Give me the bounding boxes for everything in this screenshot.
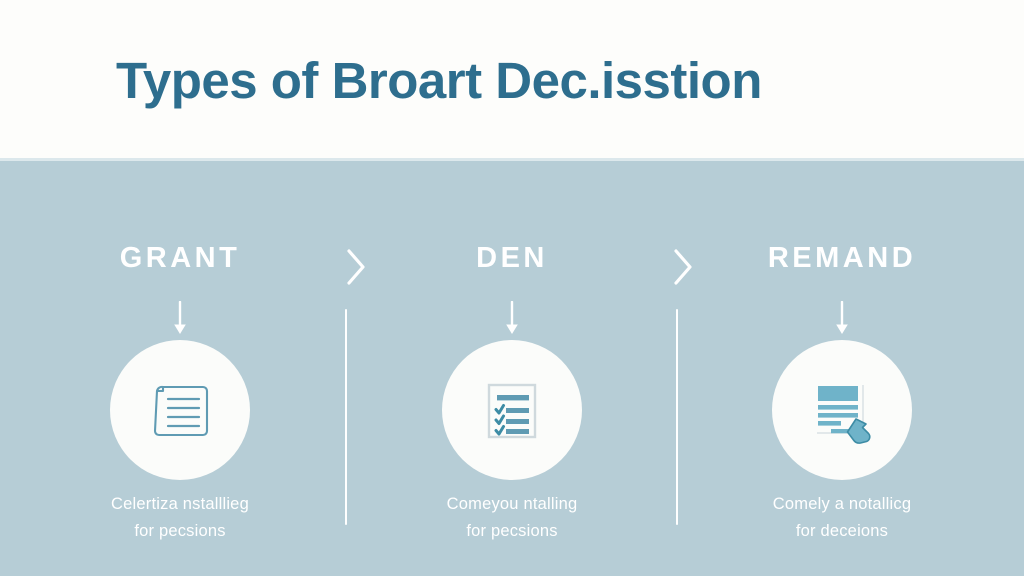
chevron-right-icon xyxy=(671,246,695,288)
page-title: Types of Broart Dec.isstion xyxy=(116,51,762,109)
step-caption-grant: Celertiza nstalllieg for pecsions xyxy=(111,495,249,541)
arrow-down-icon xyxy=(502,301,522,335)
step-label-remand: REMAND xyxy=(767,242,917,274)
step-caption-den: Comeyou ntalling for pecsions xyxy=(446,495,578,541)
step-column-remand[interactable]: REMAND xyxy=(676,161,1008,576)
step-icon-circle-den xyxy=(442,340,582,480)
document-hand-pointer-icon xyxy=(801,369,883,451)
step-column-den[interactable]: DEN xyxy=(346,161,678,576)
step-column-grant[interactable]: GRANT xyxy=(14,161,346,576)
arrow-down-icon xyxy=(170,301,190,335)
step-caption-remand: Comely a notallicg for deceions xyxy=(772,495,912,541)
step-icon-circle-grant xyxy=(110,340,250,480)
arrow-down-icon xyxy=(832,301,852,335)
column-divider xyxy=(676,309,678,525)
checklist-icon xyxy=(473,371,551,449)
step-icon-circle-remand xyxy=(772,340,912,480)
step-label-grant: GRANT xyxy=(119,242,241,274)
column-divider xyxy=(345,309,347,525)
header-divider-rule xyxy=(0,158,1024,161)
header-band: Types of Broart Dec.isstion xyxy=(0,0,1024,160)
steps-container: GRANT xyxy=(0,161,1024,576)
chevron-right-icon xyxy=(344,246,368,288)
document-lines-icon xyxy=(141,371,219,449)
step-label-den: DEN xyxy=(476,242,548,274)
